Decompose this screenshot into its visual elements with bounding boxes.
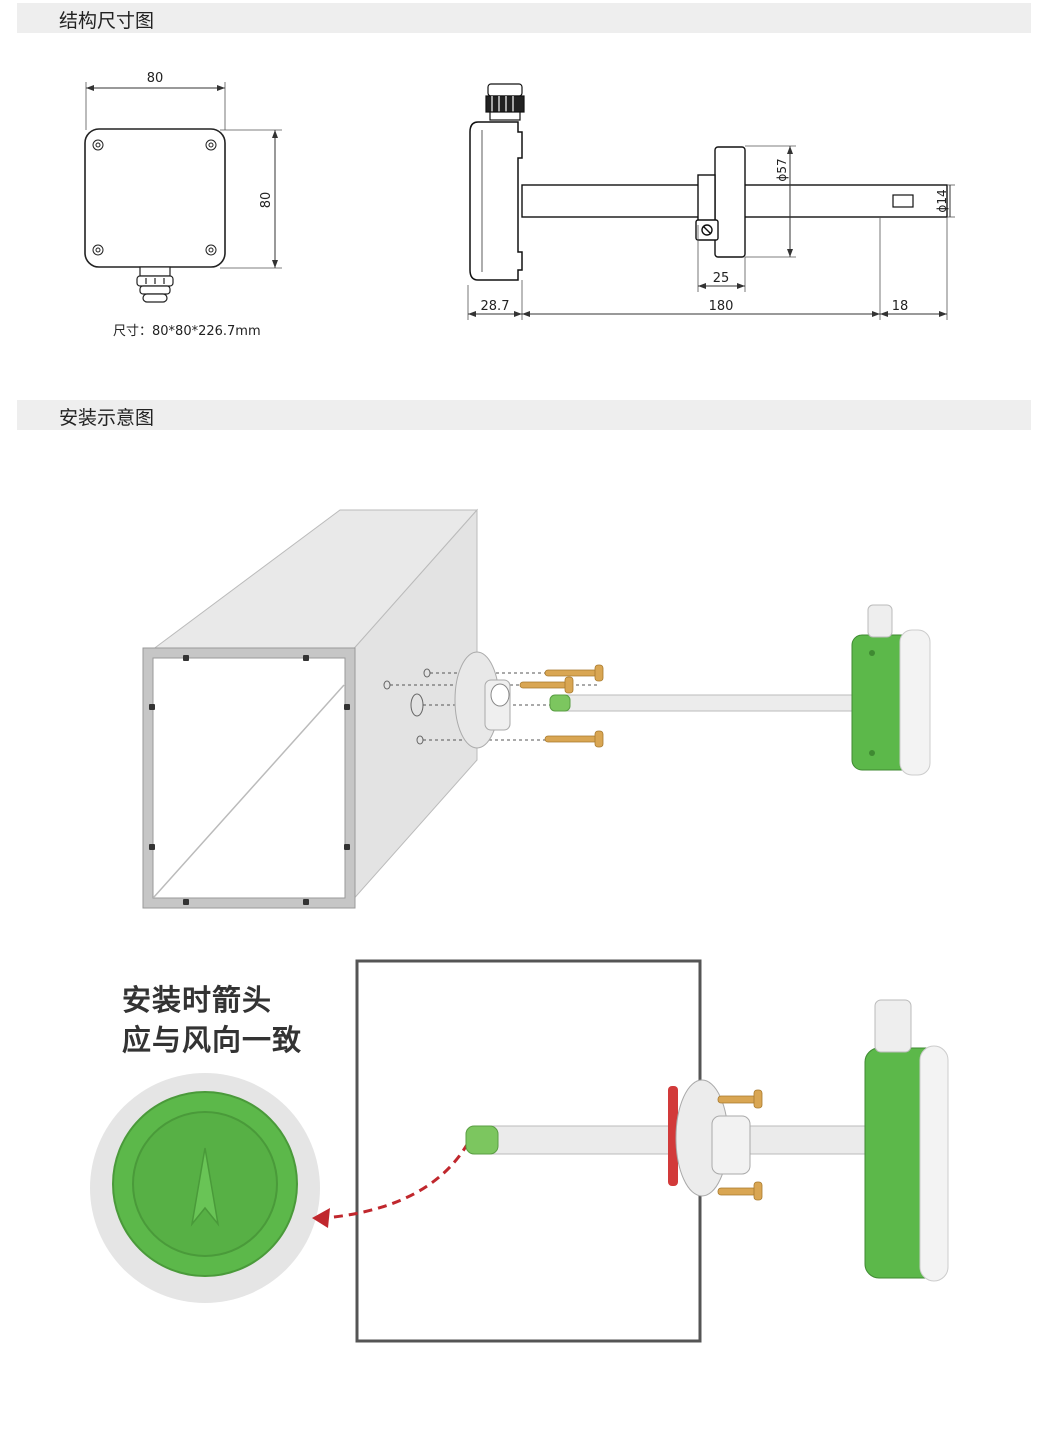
front-view-drawing: 80 80 — [84, 71, 282, 303]
side-view-drawing: ϕ57 ϕ14 25 28.7 180 18 — [467, 83, 955, 320]
duct-install-illustration — [142, 508, 931, 909]
probe-diameter-label: ϕ14 — [935, 189, 949, 212]
flange-width-label: 25 — [713, 271, 730, 286]
sensor-housing-closeup — [864, 999, 949, 1282]
section-title-structure: 结构尺寸图 — [59, 10, 155, 32]
screws — [519, 664, 604, 748]
housing-front-outline — [84, 128, 226, 268]
front-width-label: 80 — [147, 71, 164, 86]
sensor-probe — [557, 694, 859, 712]
section-title-install: 安装示意图 — [59, 407, 155, 429]
flange-closeup — [668, 1079, 751, 1197]
flange-diameter-label: ϕ57 — [775, 158, 789, 181]
duct-frame — [143, 648, 355, 908]
instruction-line-2: 应与风向一致 — [122, 1023, 303, 1057]
cable-gland-front — [136, 266, 174, 303]
screws-closeup — [717, 1089, 763, 1201]
section-header-structure: 结构尺寸图 — [17, 3, 1031, 33]
flange-part — [454, 651, 511, 749]
instruction-line-1: 安装时箭头 — [122, 983, 273, 1017]
front-height-label: 80 — [259, 192, 274, 209]
housing-side-outline — [469, 121, 523, 281]
airflow-orientation-illustration — [90, 959, 949, 1343]
size-note: 尺寸：80*80*226.7mm — [113, 324, 261, 339]
section-header-install: 安装示意图 — [17, 400, 1031, 430]
probe-cap-closeup — [90, 1073, 320, 1303]
body-depth-label: 28.7 — [481, 299, 510, 314]
tip-length-label: 18 — [892, 299, 909, 314]
probe-length-label: 180 — [709, 299, 734, 314]
sensor-housing — [851, 604, 931, 776]
install-instruction: 安装时箭头 应与风向一致 — [122, 980, 302, 1060]
mounting-flange — [695, 146, 746, 258]
cable-gland-side — [485, 83, 525, 121]
